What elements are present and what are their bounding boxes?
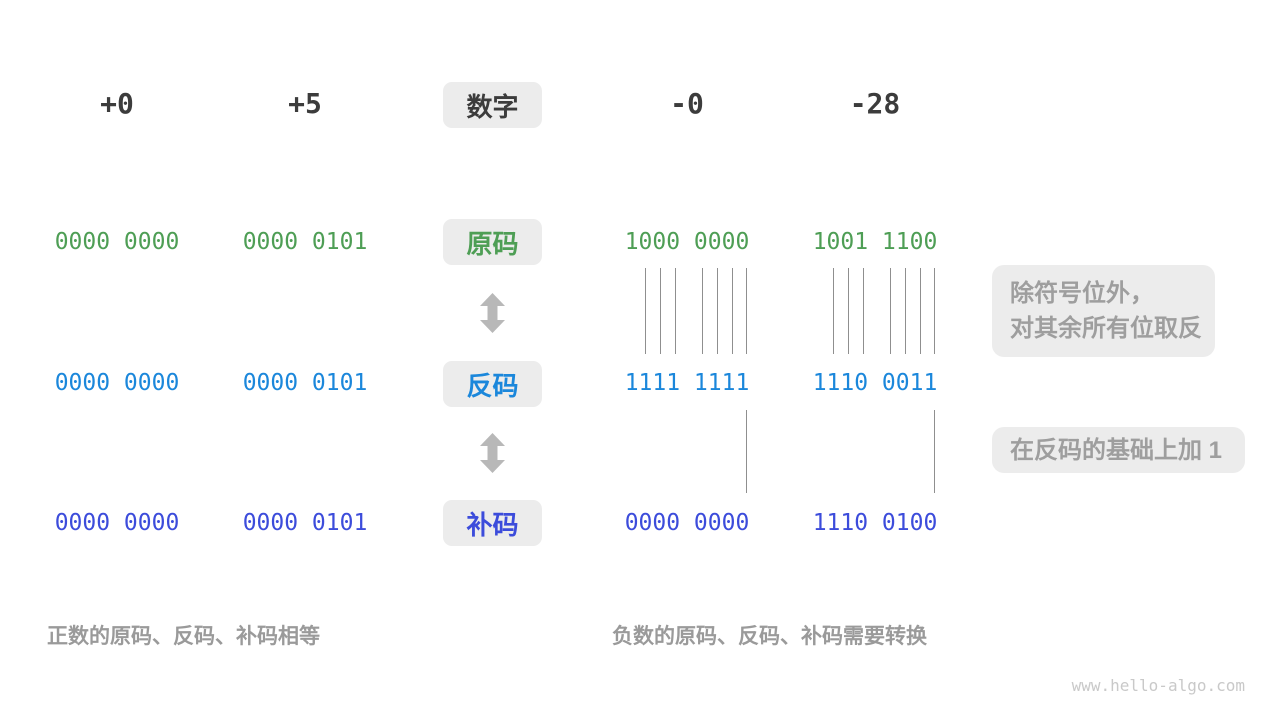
twos-complement-plus0: 0000 0000 <box>54 510 180 536</box>
number-header-plus0: +0 <box>100 87 134 120</box>
label-box-twos-complement: 补码 <box>443 500 542 546</box>
sign-magnitude-plus0: 0000 0000 <box>54 229 180 255</box>
note-add-one-text: 在反码的基础上加 1 <box>1010 436 1223 464</box>
ones-complement-minus28: 1110 0011 <box>812 370 938 396</box>
invert-line <box>645 268 646 354</box>
invert-line <box>732 268 733 354</box>
invert-line <box>905 268 906 354</box>
watermark-url: www.hello-algo.com <box>1071 676 1245 695</box>
caption-positive-numbers: 正数的原码、反码、补码相等 <box>47 625 320 648</box>
label-box-sign-magnitude: 原码 <box>443 219 542 265</box>
number-header-plus5: +5 <box>288 87 322 120</box>
invert-line <box>848 268 849 354</box>
ones-complement-plus0: 0000 0000 <box>54 370 180 396</box>
label-box-number: 数字 <box>443 82 542 128</box>
ones-complement-plus5: 0000 0101 <box>242 370 368 396</box>
twos-complement-minus0: 0000 0000 <box>624 510 750 536</box>
invert-line <box>934 268 935 354</box>
updown-arrow-icon <box>480 433 505 473</box>
invert-line <box>746 268 747 354</box>
sign-magnitude-plus5: 0000 0101 <box>242 229 368 255</box>
number-header-minus28: -28 <box>849 87 901 120</box>
note-invert-line2: 对其余所有位取反 <box>1010 315 1202 342</box>
add-one-line <box>746 410 747 493</box>
invert-line <box>833 268 834 354</box>
note-invert-bits: 除符号位外， 对其余所有位取反 <box>992 265 1215 357</box>
add-one-line <box>934 410 935 493</box>
invert-line <box>717 268 718 354</box>
invert-line <box>890 268 891 354</box>
invert-line <box>675 268 676 354</box>
twos-complement-plus5: 0000 0101 <box>242 510 368 536</box>
twos-complement-minus28: 1110 0100 <box>812 510 938 536</box>
invert-line <box>863 268 864 354</box>
sign-magnitude-minus0: 1000 0000 <box>624 229 750 255</box>
updown-arrow-icon <box>480 293 505 333</box>
number-header-minus0: -0 <box>670 87 704 120</box>
sign-magnitude-minus28: 1001 1100 <box>812 229 938 255</box>
invert-line <box>660 268 661 354</box>
note-invert-line1: 除符号位外， <box>1010 280 1154 307</box>
label-box-ones-complement: 反码 <box>443 361 542 407</box>
invert-line <box>920 268 921 354</box>
note-add-one: 在反码的基础上加 1 <box>992 427 1245 473</box>
invert-line <box>702 268 703 354</box>
ones-complement-minus0: 1111 1111 <box>624 370 750 396</box>
caption-negative-numbers: 负数的原码、反码、补码需要转换 <box>612 625 927 648</box>
